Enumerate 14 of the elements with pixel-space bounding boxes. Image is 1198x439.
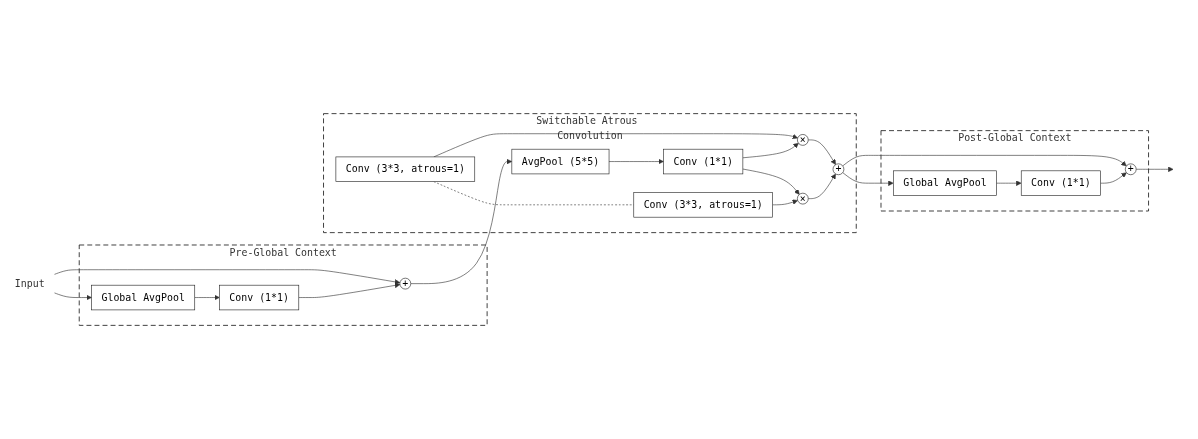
node-box: Conv (1*1) [663, 148, 744, 175]
node-circle: × [797, 134, 809, 146]
node-circle: + [399, 277, 412, 290]
node-circle: + [1124, 163, 1137, 176]
node-box: Global AvgPool [91, 284, 196, 311]
node-box: Conv (1*1) [1020, 170, 1101, 196]
node-circle: × [797, 192, 809, 205]
node-circle: + [832, 163, 845, 176]
node-box: Conv (3*3, atrous=1) [633, 192, 773, 218]
node-box: Conv (3*3, atrous=1) [335, 156, 476, 182]
node-text: Input [14, 277, 45, 290]
node-box: AvgPool (5*5) [511, 148, 610, 175]
node-box: Conv (1*1) [219, 284, 300, 311]
node-box: Global AvgPool [893, 170, 997, 196]
